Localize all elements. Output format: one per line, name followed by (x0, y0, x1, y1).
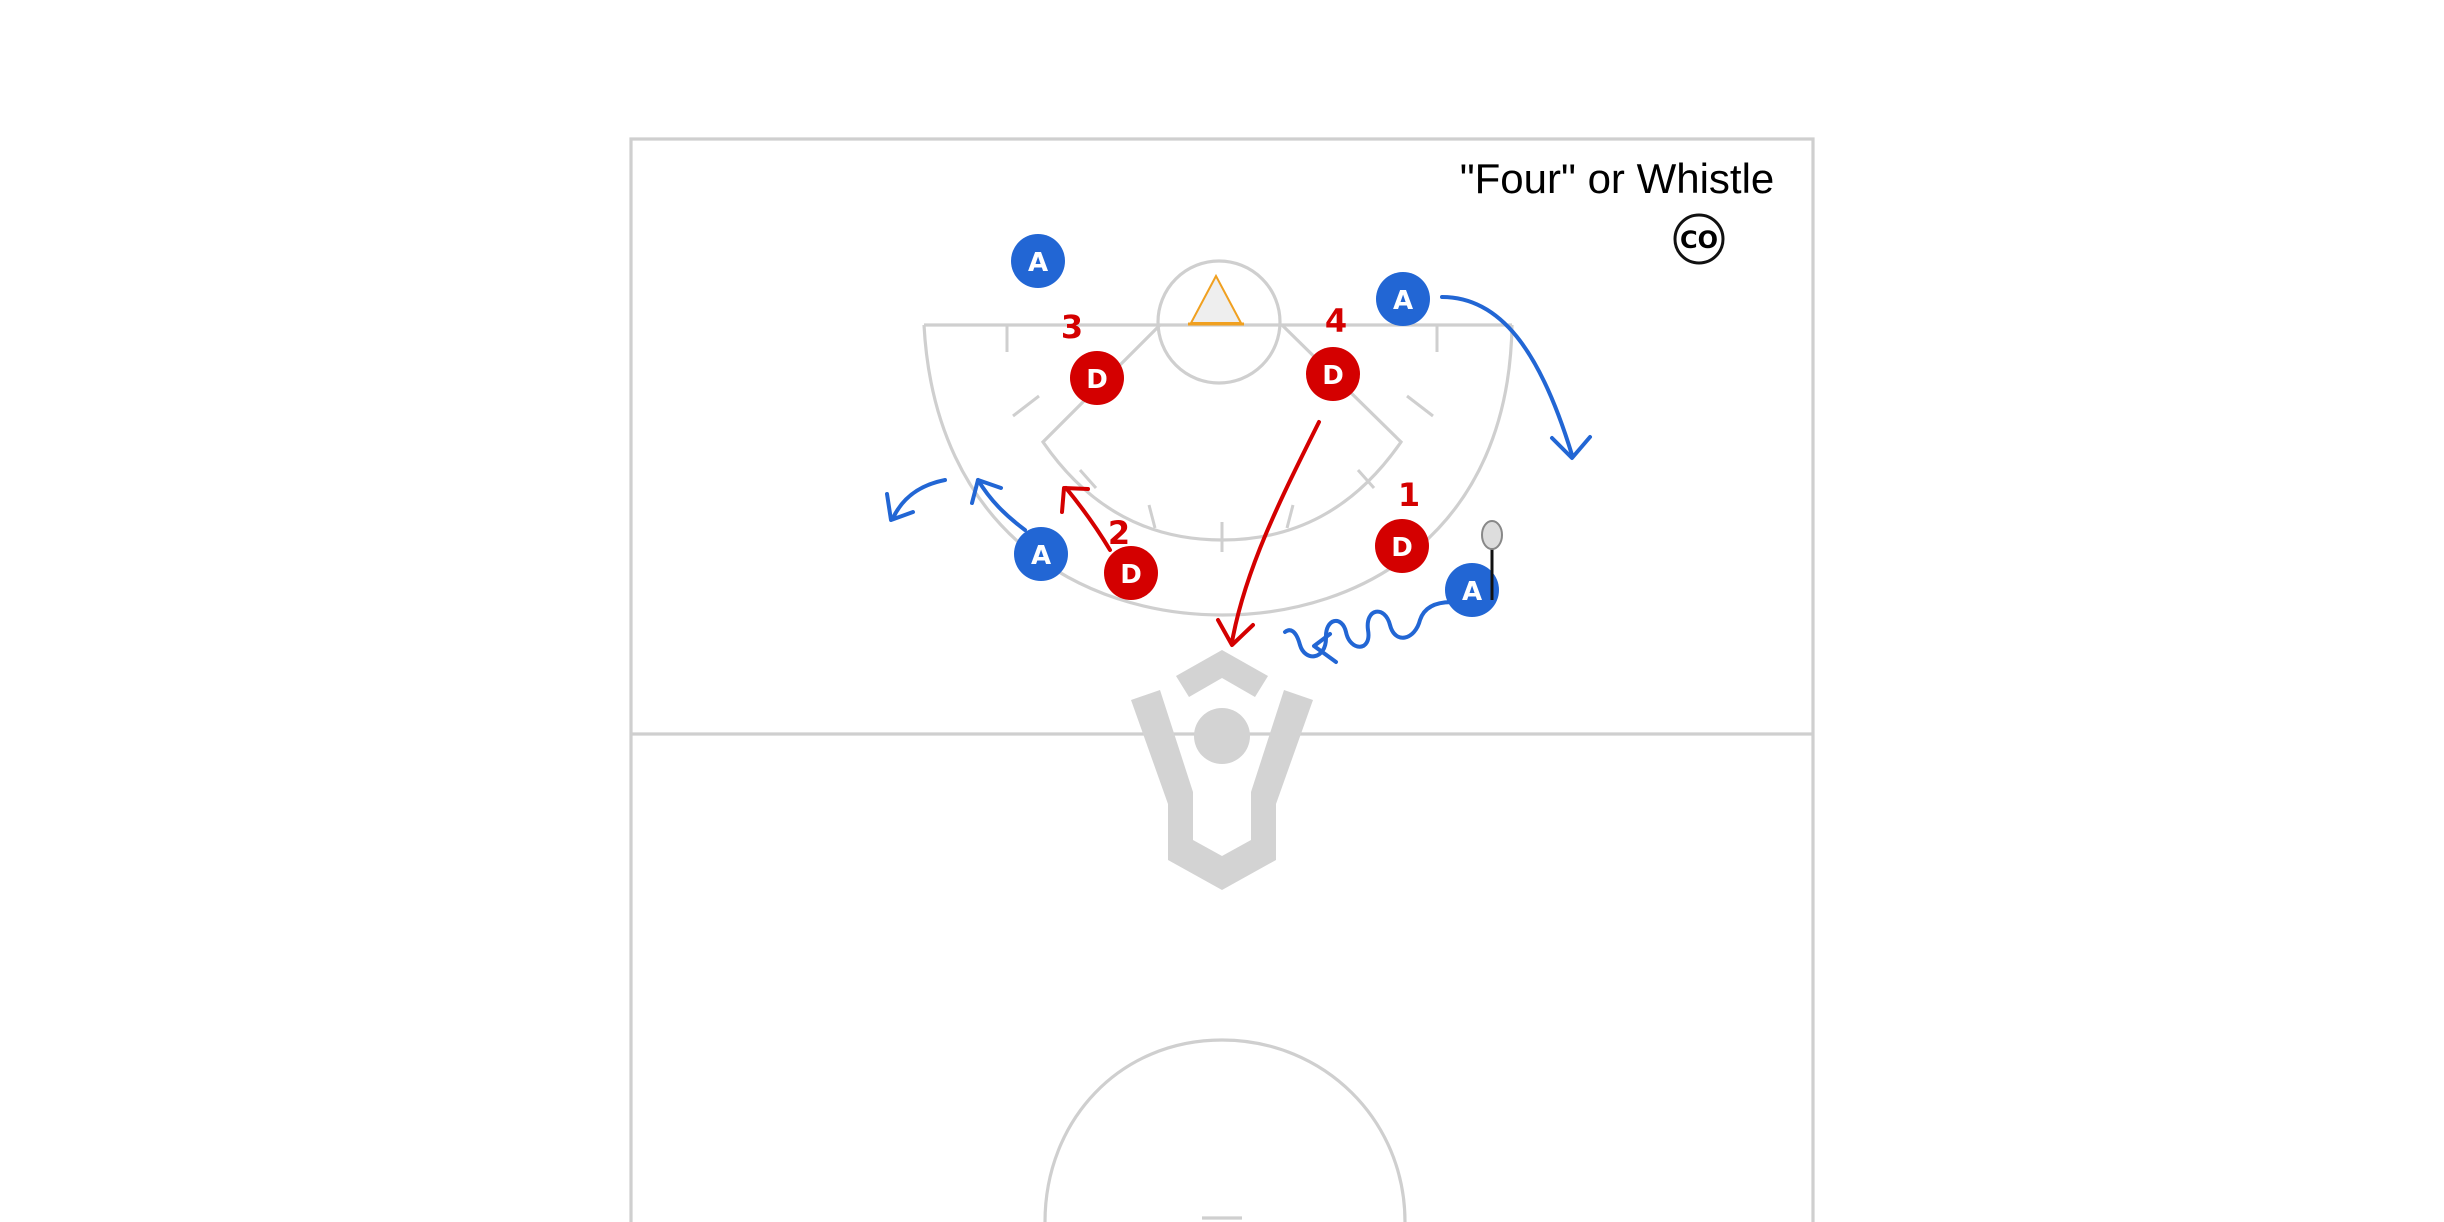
defense-movement-paths (1060, 420, 1321, 647)
defender-label: D (1120, 560, 1142, 590)
defenders: D 3 D 4 D 2 D 1 (1061, 302, 1429, 600)
fan-hash (1406, 394, 1434, 418)
defender-token[interactable]: D (1070, 351, 1124, 405)
defender-token[interactable]: D (1375, 519, 1429, 573)
arrow-head (1550, 435, 1592, 460)
defender-label: D (1391, 533, 1413, 563)
attacker-token[interactable]: A (1011, 234, 1065, 288)
defender-number: 1 (1398, 476, 1420, 514)
attacker-drift-path (891, 478, 947, 520)
arc-hash (1285, 504, 1295, 529)
field-boundary (629, 137, 1815, 1222)
arrow-head (885, 492, 915, 522)
attacker-label: A (1028, 248, 1048, 278)
rotate-path (1064, 486, 1112, 552)
goal-circle (1156, 259, 1282, 385)
attacker-label: A (1031, 541, 1051, 571)
coach-label: CO (1680, 226, 1718, 254)
defender-label: D (1086, 365, 1108, 395)
defender-token[interactable]: D (1306, 347, 1360, 401)
field-logo-icon (1131, 650, 1313, 890)
defender-number: 3 (1061, 308, 1083, 346)
coach-circle-icon[interactable]: CO (1673, 213, 1725, 265)
arrow-head (1216, 618, 1255, 647)
defender-number: 2 (1108, 514, 1130, 552)
fan-hash (1012, 394, 1040, 418)
attacker-token[interactable]: A (1014, 527, 1068, 581)
arc-hash (1356, 469, 1376, 489)
attacker-token[interactable]: A (1376, 272, 1430, 326)
attackers: A A A A (1011, 234, 1503, 617)
fan-arc (922, 324, 1514, 617)
attacker-label: A (1462, 577, 1482, 607)
defender-number: 4 (1325, 302, 1347, 340)
defender-label: D (1322, 361, 1344, 391)
attacker-cut-path (1440, 295, 1574, 457)
arrow-head (1312, 632, 1338, 664)
cue-text: "Four" or Whistle (1460, 155, 1775, 202)
arrow-head (1060, 486, 1090, 514)
arc-hash (1078, 469, 1098, 489)
attacker-token[interactable]: A (1445, 563, 1499, 617)
defender-token[interactable]: D (1104, 546, 1158, 600)
goal-cone-icon (1188, 273, 1244, 326)
attacker-pop-path (976, 478, 1027, 532)
dodge-path (1283, 600, 1465, 659)
attack-movement-paths (885, 295, 1592, 664)
center-circle (1043, 1038, 1407, 1222)
arrow-head (970, 478, 1003, 505)
attacker-label: A (1393, 286, 1413, 316)
arc-hash (1147, 504, 1157, 529)
field-lines (629, 137, 1815, 1222)
lacrosse-stick-icon (1481, 520, 1503, 600)
slide-path (1230, 420, 1321, 644)
